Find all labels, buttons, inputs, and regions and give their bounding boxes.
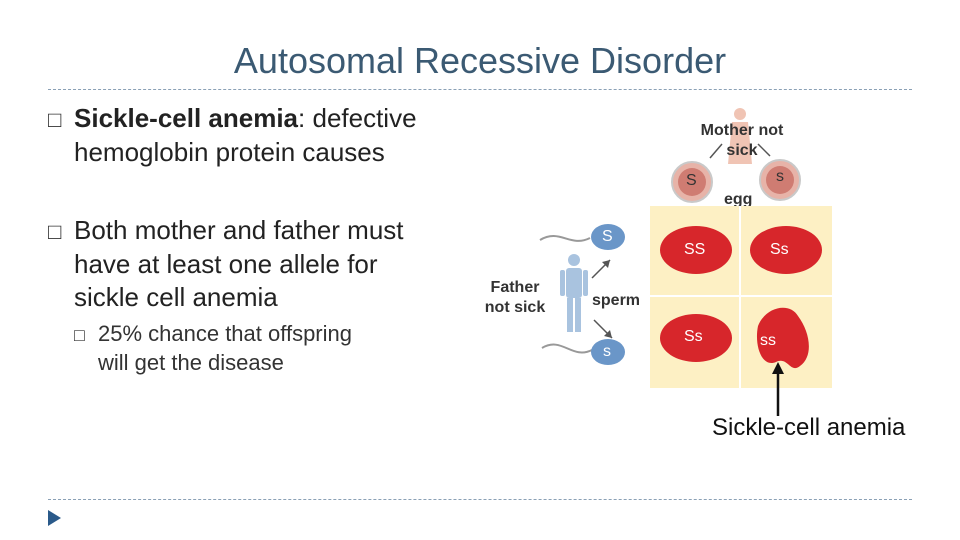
egg-allele-label: S	[686, 172, 697, 189]
offspring-genotype: SS	[684, 241, 706, 258]
bullet-text: : defective	[298, 103, 417, 133]
sperm-tail	[539, 235, 591, 242]
arrow-icon	[757, 143, 771, 157]
red-blood-cell-icon	[750, 226, 822, 274]
caption-pointer-arrow-icon	[772, 362, 784, 416]
bullet-sickle-cell: □ Sickle-cell anemia: defective hemoglobi…	[48, 102, 417, 169]
sperm-head-icon	[591, 339, 625, 365]
bullet-marker: □	[48, 219, 62, 244]
bullet-marker: □	[48, 107, 62, 132]
sperm-tail	[541, 343, 593, 354]
egg-nucleus	[766, 166, 794, 194]
sub-bullet-text: 25% chance that offspring	[98, 321, 352, 346]
sperm-allele-label: s	[603, 343, 611, 360]
sperm-allele-label: S	[602, 228, 613, 245]
sperm-head-icon	[591, 224, 625, 250]
egg-allele-label: s	[776, 168, 784, 185]
sub-bullet-text: will get the disease	[98, 350, 284, 375]
footer-divider	[48, 499, 912, 500]
red-blood-cell-icon	[660, 226, 732, 274]
bullet-bold-term: Sickle-cell anemia	[74, 103, 299, 133]
father-sperm-illustration	[539, 224, 625, 365]
bullet-parents: □ Both mother and father must have at lea…	[48, 214, 404, 314]
offspring-genotype: ss	[760, 332, 776, 349]
sperm-label: sperm	[592, 292, 641, 309]
bullet-marker: □	[74, 325, 85, 345]
offspring-genotype: Ss	[684, 328, 703, 345]
nav-arrow-icon	[48, 510, 61, 526]
red-blood-cell-icon	[660, 314, 732, 362]
title-divider	[48, 89, 912, 90]
bullet-text: Both mother and father must	[74, 215, 404, 245]
bullet-text: have at least one allele for	[74, 249, 378, 279]
egg-label: egg	[724, 191, 753, 208]
slide-title: Autosomal Recessive Disorder	[233, 40, 727, 81]
mother-label: Mother not sick	[700, 122, 784, 159]
arrow-icon	[604, 330, 612, 338]
sickle-cell-caption: Sickle-cell anemia	[712, 414, 906, 441]
offspring-cells	[660, 226, 822, 369]
egg-nucleus	[678, 168, 706, 196]
mother-figure-icon	[728, 108, 752, 164]
offspring-genotype: Ss	[770, 241, 789, 258]
father-figure-icon	[560, 254, 588, 332]
arrow-icon	[709, 143, 723, 159]
arrow-icon	[602, 260, 610, 268]
father-label: Father not sick	[484, 279, 546, 316]
grid-divider	[739, 206, 741, 388]
sub-bullet-chance: □ 25% chance that offspring will get the …	[74, 320, 352, 377]
sickle-cell-icon	[756, 307, 809, 369]
grid-divider	[650, 295, 832, 297]
mother-egg-illustration	[671, 108, 801, 203]
bullet-text: hemoglobin protein causes	[74, 137, 385, 167]
bullet-text: sickle cell anemia	[74, 282, 278, 312]
